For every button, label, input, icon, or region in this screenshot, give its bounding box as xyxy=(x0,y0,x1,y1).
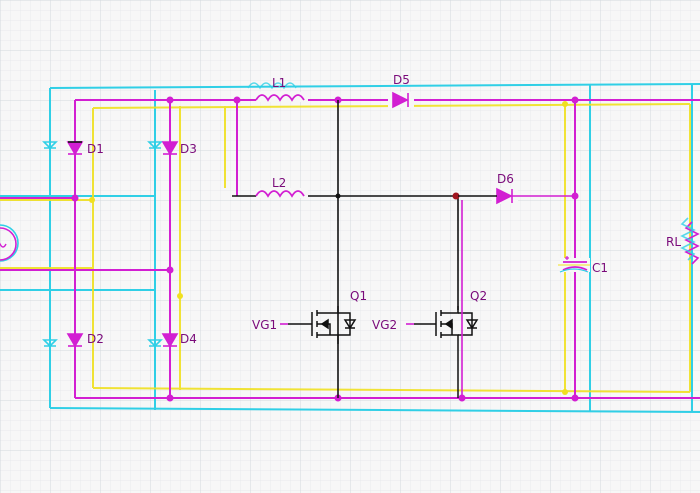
yellow-dots xyxy=(89,101,568,395)
resistor-rl xyxy=(680,217,700,265)
ac-source xyxy=(0,227,17,261)
label-vg1: VG1 xyxy=(252,318,277,332)
mosfet-q2 xyxy=(414,306,479,344)
label-d5: D5 xyxy=(393,73,410,87)
label-d6: D6 xyxy=(497,172,514,186)
label-l1: L1 xyxy=(272,76,286,90)
inductor-l1 xyxy=(255,92,308,102)
diode-d4 xyxy=(161,333,179,348)
node-q2-drain xyxy=(452,192,460,200)
diode-d6 xyxy=(458,187,575,205)
cyan-diodes xyxy=(42,141,163,348)
yellow-wire-layer xyxy=(0,103,691,393)
label-q2: Q2 xyxy=(470,289,487,303)
label-d3: D3 xyxy=(180,142,197,156)
mosfet-q1 xyxy=(288,306,357,344)
inductor-l1-ghost xyxy=(247,82,297,90)
cyan-source xyxy=(0,224,19,262)
label-c1: C1 xyxy=(592,261,608,275)
black-junctions xyxy=(335,193,341,199)
label-d1: D1 xyxy=(87,142,104,156)
label-d2: D2 xyxy=(87,332,104,346)
diode-d5 xyxy=(388,91,414,109)
diode-d2 xyxy=(66,333,84,348)
inductor-l2 xyxy=(255,188,308,198)
magenta-wire-layer xyxy=(0,99,700,399)
label-q1: Q1 xyxy=(350,289,367,303)
label-vg2: VG2 xyxy=(372,318,397,332)
label-rl: RL xyxy=(666,235,681,249)
diode-d3 xyxy=(161,141,179,156)
diode-d1 xyxy=(66,141,84,156)
capacitor-c1 xyxy=(558,256,590,273)
label-l2: L2 xyxy=(272,176,286,190)
label-d4: D4 xyxy=(180,332,197,346)
